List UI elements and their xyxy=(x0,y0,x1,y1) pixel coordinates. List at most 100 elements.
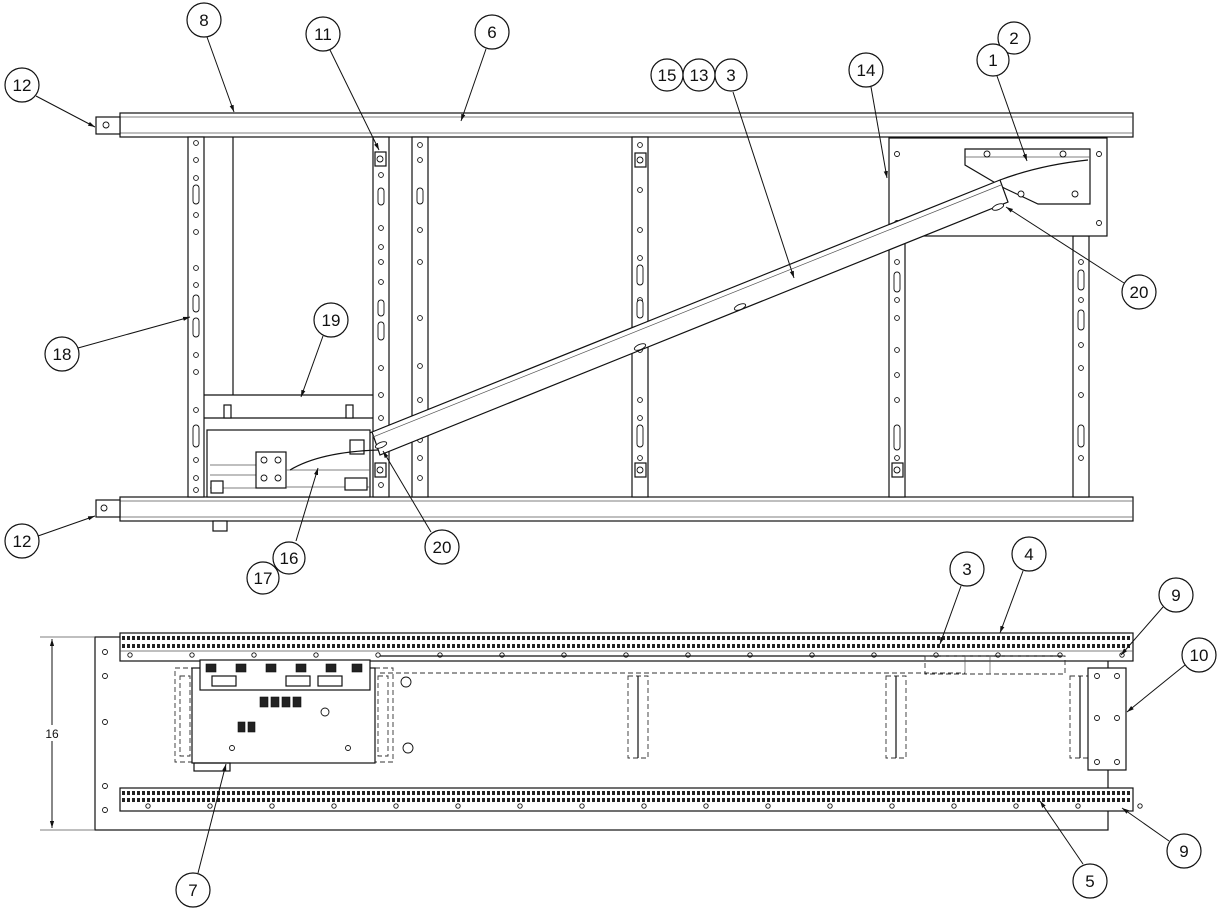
post-slot xyxy=(1077,269,1085,291)
arm-slot xyxy=(991,203,1005,211)
base-hole xyxy=(102,807,108,813)
callout-label: 19 xyxy=(322,311,341,330)
post-hole xyxy=(1078,297,1084,303)
leader-line xyxy=(206,36,235,113)
bottom-rail-body xyxy=(119,496,1134,522)
post-hole xyxy=(193,369,199,375)
end-plate-hole xyxy=(1114,715,1120,721)
leader-line xyxy=(939,585,962,645)
rail-hole xyxy=(517,803,523,809)
leader-line xyxy=(197,763,227,874)
balloon-circle xyxy=(848,52,884,88)
balloon-circle xyxy=(424,529,460,565)
terminal-block xyxy=(247,721,256,733)
post-slot xyxy=(192,294,200,313)
leader-line xyxy=(1039,800,1084,865)
base-hole xyxy=(102,783,108,789)
rail-hole xyxy=(269,803,275,809)
post-hole xyxy=(378,259,384,265)
post-slot xyxy=(377,299,385,317)
terminal-block xyxy=(237,721,246,733)
rail-hole xyxy=(1075,803,1081,809)
post-hole xyxy=(417,475,423,481)
terminal-block xyxy=(270,696,280,708)
callout-balloon-6: 6 xyxy=(474,14,510,50)
rail-hole xyxy=(889,803,895,809)
rail-hole xyxy=(641,803,647,809)
post-slot xyxy=(192,317,200,338)
post-hole xyxy=(193,352,199,358)
base-hole xyxy=(402,742,414,754)
terminal-block xyxy=(292,696,302,708)
bracket-hole xyxy=(1059,150,1067,158)
post-hole xyxy=(894,347,900,353)
balloon-circle xyxy=(272,541,306,575)
post-hole xyxy=(378,365,384,371)
post-hole xyxy=(894,259,900,265)
rail-hole xyxy=(1137,803,1143,809)
plate-hole xyxy=(894,151,900,157)
end-plate-hole xyxy=(1114,673,1120,679)
post-hole xyxy=(193,265,199,271)
control-box xyxy=(174,659,414,772)
callout-label: 9 xyxy=(1171,586,1180,605)
post-hole xyxy=(193,475,199,481)
balloon-circle xyxy=(714,58,748,92)
end-plate-hole xyxy=(1094,759,1100,765)
manifold-block xyxy=(317,675,343,687)
callout-label: 17 xyxy=(254,569,273,588)
post-hole xyxy=(1078,392,1084,398)
control-box-hole xyxy=(320,707,330,717)
post-fasteners xyxy=(374,151,904,478)
arm-slot xyxy=(374,441,388,449)
post-hole xyxy=(1078,455,1084,461)
arm-flange-line xyxy=(372,184,1002,438)
leader-line xyxy=(77,316,191,349)
rail-hole xyxy=(1013,803,1019,809)
bottom-rail xyxy=(95,496,1134,522)
dimension-label: 16 xyxy=(45,727,59,741)
post-hole xyxy=(193,157,199,163)
callout-balloon-9-lower: 9 xyxy=(1166,833,1202,869)
plan-bottom-rail xyxy=(119,787,1134,812)
rail-hole xyxy=(145,803,151,809)
callout-balloon-14: 14 xyxy=(848,52,884,88)
post-hole xyxy=(894,315,900,321)
leader-line xyxy=(732,91,795,279)
vertical-posts xyxy=(187,136,1090,498)
end-plate-hole xyxy=(1094,673,1100,679)
rail-hole xyxy=(189,652,195,658)
callout-balloon-9-upper: 9 xyxy=(1158,577,1194,613)
leader-line xyxy=(999,570,1024,634)
rail-hole xyxy=(951,803,957,809)
post-hole xyxy=(637,397,643,403)
balloon-circle xyxy=(1121,274,1157,310)
callout-balloon-4: 4 xyxy=(1011,536,1047,572)
callout-label: 3 xyxy=(962,560,971,579)
plate-hole xyxy=(1096,151,1102,157)
balloon-circle xyxy=(246,561,280,595)
callout-label: 18 xyxy=(53,345,72,364)
post-slot xyxy=(636,264,644,286)
post-hole xyxy=(193,140,199,146)
manifold-fitting xyxy=(205,663,217,673)
balloon-circle xyxy=(186,2,222,38)
balloon-circle xyxy=(175,872,211,908)
base-hole xyxy=(400,676,412,688)
post-hole xyxy=(894,455,900,461)
fastener-hole xyxy=(893,466,901,474)
post-hole xyxy=(637,415,643,421)
post-hole xyxy=(637,455,643,461)
post-slot xyxy=(192,424,200,448)
diagonal-arm-body xyxy=(371,179,1009,456)
balloon-circle xyxy=(997,21,1031,55)
callout-balloon-5: 5 xyxy=(1072,863,1108,899)
rail-hole xyxy=(393,803,399,809)
leader-line xyxy=(329,49,380,151)
leader-line xyxy=(295,467,319,542)
post-hole xyxy=(417,397,423,403)
manifold-fitting xyxy=(235,663,247,673)
callout-label: 1 xyxy=(988,51,997,70)
callout-label: 12 xyxy=(13,532,32,551)
leader-lines xyxy=(35,36,1186,874)
